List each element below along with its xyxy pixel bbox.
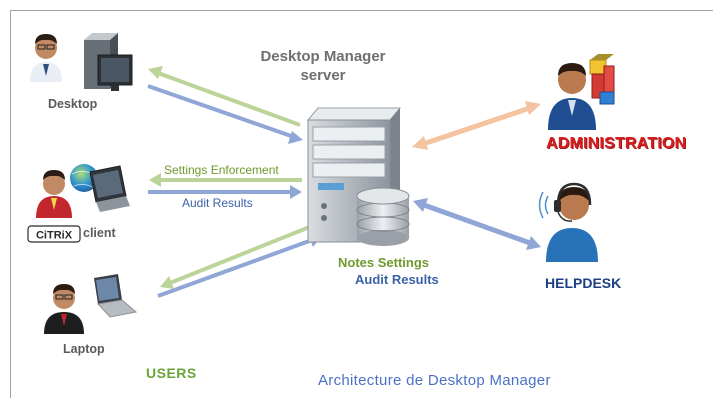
citrix-logo-text: CiTRiX [36, 230, 73, 242]
audit-results-label: Audit Results [182, 196, 253, 210]
frame-left-border [10, 10, 11, 398]
arrow-desktop-audit [147, 84, 303, 144]
helpdesk-user-icon [538, 182, 598, 262]
server-title-line2: server [300, 67, 346, 84]
settings-enforcement-label: Settings Enforcement [164, 163, 279, 177]
arrow-helpdesk-bidirectional [413, 198, 541, 250]
diagram-caption: Architecture de Desktop Manager [318, 372, 551, 389]
arrow-client-settings [149, 173, 302, 187]
citrix-client-label: client [83, 226, 116, 240]
server-title-line1: Desktop Manager [260, 48, 386, 65]
citrix-user-icon [36, 170, 72, 218]
server-title: Desktop Manager server [238, 47, 408, 85]
admin-user-icon [548, 63, 596, 130]
citrix-logo: CiTRiX [27, 225, 81, 243]
laptop-user-icon [44, 284, 84, 334]
laptop-label: Laptop [63, 342, 105, 356]
helpdesk-label: HELPDESK [545, 275, 622, 291]
desktop-computer-icon [84, 33, 133, 91]
citrix-monitor-icon [89, 165, 130, 212]
desktop-label: Desktop [48, 97, 98, 111]
laptop-icon [94, 274, 138, 318]
users-group-label: USERS [146, 365, 197, 381]
desktop-user-icon [30, 34, 62, 82]
arrow-admin-bidirectional [412, 101, 541, 150]
arrow-laptop-audit [157, 234, 322, 298]
arrow-laptop-settings [160, 224, 313, 289]
database-icon [356, 187, 410, 246]
arrow-desktop-settings [148, 66, 301, 127]
notes-settings-label: Notes Settings [338, 255, 430, 270]
administration-label: ADMINISTRATION [546, 135, 687, 152]
server-audit-results-label: Audit Results [355, 272, 439, 287]
frame-top-border [10, 10, 713, 11]
arrow-client-audit [148, 185, 302, 199]
bar-chart-icon [589, 54, 615, 105]
